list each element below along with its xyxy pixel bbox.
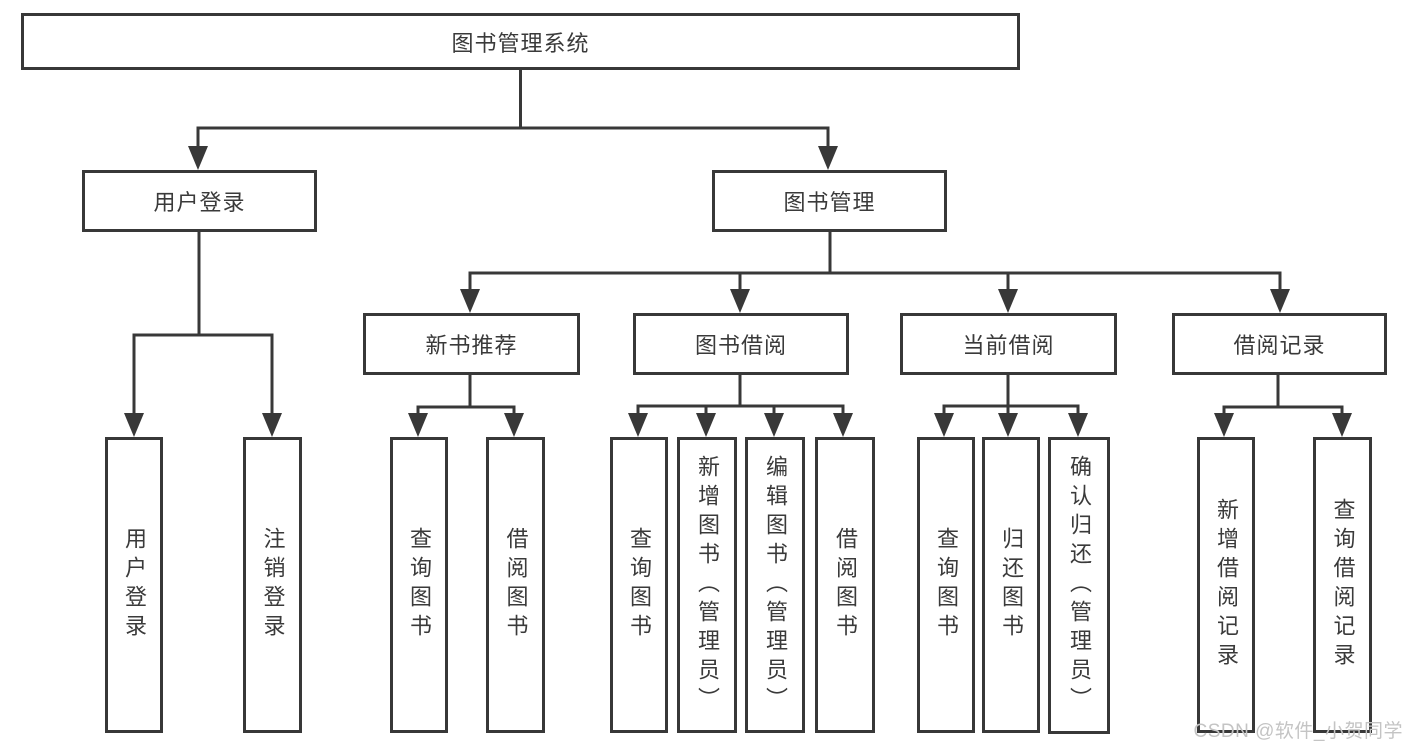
leaf-label: 归还图书 (999, 527, 1024, 643)
watermark: CSDN @软件_小贺同学 (1193, 721, 1403, 742)
node-label: 图书借阅 (694, 333, 787, 358)
node-current-borrow: 当前借阅 (900, 313, 1117, 375)
leaf-label: 编辑图书（管理员） (763, 454, 788, 716)
leaf-label: 借阅图书 (503, 527, 529, 643)
leaf-query-books-2: 查询图书 (610, 437, 668, 733)
leaf-user-login: 用户登录 (105, 437, 163, 733)
leaf-label: 注销登录 (260, 527, 286, 643)
leaf-label: 新增借阅记录 (1214, 498, 1239, 672)
node-label: 用户登录 (153, 190, 246, 215)
leaf-edit-books-admin: 编辑图书（管理员） (745, 437, 805, 733)
node-label: 当前借阅 (962, 333, 1055, 358)
node-label: 借阅记录 (1233, 333, 1326, 358)
leaf-label: 查询图书 (407, 527, 432, 643)
leaf-borrow-books-1: 借阅图书 (486, 437, 545, 733)
leaf-label: 借阅图书 (833, 527, 858, 643)
node-user-login-branch: 用户登录 (82, 170, 317, 232)
leaf-borrow-books-2: 借阅图书 (815, 437, 875, 733)
leaf-label: 确认归还（管理员） (1067, 455, 1092, 716)
node-label: 新书推荐 (425, 333, 518, 358)
node-root: 图书管理系统 (21, 13, 1020, 70)
leaf-label: 用户登录 (122, 527, 147, 643)
leaf-label: 查询图书 (934, 527, 959, 643)
node-book-management: 图书管理 (712, 170, 947, 232)
node-new-book-recommend: 新书推荐 (363, 313, 580, 375)
leaf-label: 新增图书（管理员） (695, 454, 720, 716)
node-book-borrow: 图书借阅 (633, 313, 849, 375)
leaf-logout: 注销登录 (243, 437, 302, 733)
leaf-query-borrow-record: 查询借阅记录 (1313, 437, 1372, 733)
leaf-label: 查询借阅记录 (1330, 498, 1356, 672)
node-root-label: 图书管理系统 (451, 30, 590, 56)
leaf-confirm-return-admin: 确认归还（管理员） (1048, 437, 1110, 734)
node-borrow-records: 借阅记录 (1172, 313, 1387, 375)
node-label: 图书管理 (783, 190, 876, 215)
leaf-query-books-1: 查询图书 (390, 437, 448, 733)
leaf-label: 查询图书 (627, 527, 652, 643)
leaf-return-books: 归还图书 (982, 437, 1040, 733)
leaf-query-books-3: 查询图书 (917, 437, 975, 733)
leaf-add-books-admin: 新增图书（管理员） (677, 437, 737, 733)
leaf-add-borrow-record: 新增借阅记录 (1197, 437, 1255, 733)
